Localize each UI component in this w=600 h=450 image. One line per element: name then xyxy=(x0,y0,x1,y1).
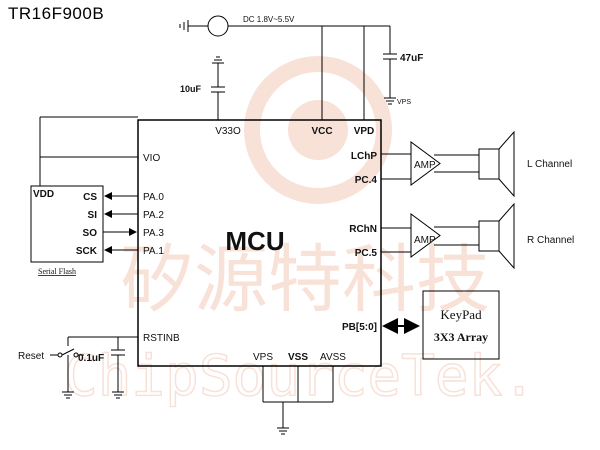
dc-source-symbol xyxy=(207,15,229,37)
left-amp-label: AMP xyxy=(414,160,436,171)
right-amp-triangle xyxy=(410,213,441,258)
cap-47uf-label: 47uF xyxy=(400,53,423,64)
flash-si-label: SI xyxy=(88,210,98,221)
pin-v33o-label: V33O xyxy=(215,126,241,137)
reset-label: Reset xyxy=(18,351,44,362)
pin-pa0-label: PA.0 xyxy=(143,192,164,203)
reset-circuit xyxy=(50,336,138,399)
flash-so-label: SO xyxy=(83,228,98,239)
flash-caption: Serial Flash xyxy=(38,267,76,276)
dc-supply-label: DC 1.8V~5.5V xyxy=(243,15,295,24)
pin-pa1-label: PA.1 xyxy=(143,246,164,257)
right-channel-output xyxy=(381,202,515,270)
diagram-title: TR16F900B xyxy=(8,4,105,23)
pin-lchp-label: LChP xyxy=(351,151,377,162)
pin-vpd-label: VPD xyxy=(354,126,375,137)
pin-vio-label: VIO xyxy=(143,153,160,164)
right-channel-label: R Channel xyxy=(527,235,574,246)
flash-vdd-label: VDD xyxy=(33,189,54,200)
pin-rstinb-label: RSTINB xyxy=(143,333,180,344)
watermark-logo-center xyxy=(288,100,348,160)
pin-pc4-label: PC.4 xyxy=(355,175,378,186)
mcu-label: MCU xyxy=(225,226,284,256)
left-channel-output xyxy=(381,130,515,198)
right-amp-label: AMP xyxy=(414,235,436,246)
cap-10uf-label: 10uF xyxy=(180,84,202,94)
left-channel-label: L Channel xyxy=(527,159,572,170)
pin-pc5-label: PC.5 xyxy=(355,248,378,259)
pin-pb-label: PB[5:0] xyxy=(342,322,377,333)
vio-wiring xyxy=(39,116,138,186)
left-amp-triangle xyxy=(410,141,441,186)
left-speaker-cone xyxy=(498,130,515,198)
cap-10uf-wiring xyxy=(211,56,225,120)
watermark-chinese-text: 矽源特科技 xyxy=(120,238,490,321)
ground-wiring xyxy=(262,366,334,435)
pin-pa2-label: PA.2 xyxy=(143,210,164,221)
pin-vps-label: VPS xyxy=(253,352,273,363)
watermark-latin-text: ChipSourceTek. xyxy=(64,344,536,409)
serial-flash-block: VDD CS SI SO SCK Serial Flash xyxy=(30,185,104,276)
flash-cs-label: CS xyxy=(83,192,97,203)
pin-pa3-label: PA.3 xyxy=(143,228,164,239)
pin-vss-label: VSS xyxy=(288,352,308,363)
left-speaker-body xyxy=(478,148,500,180)
spi-signal-lines xyxy=(103,192,138,254)
reset-cap-label: 0.1uF xyxy=(78,353,104,364)
keypad-subtitle: 3X3 Array xyxy=(434,330,488,344)
pin-rchn-label: RChN xyxy=(349,224,377,235)
watermark: 矽源特科技 ChipSourceTek. xyxy=(63,56,537,410)
pin-avss-label: AVSS xyxy=(320,352,346,363)
pin-vcc-label: VCC xyxy=(311,126,332,137)
keypad-block xyxy=(422,290,500,360)
power-supply-wiring xyxy=(179,15,397,120)
vps-label: VPS xyxy=(397,99,411,106)
watermark-logo-ring xyxy=(244,56,392,204)
right-speaker-cone xyxy=(498,202,515,270)
mcu-block xyxy=(137,119,382,367)
keypad-title: KeyPad xyxy=(440,307,482,322)
flash-sck-label: SCK xyxy=(76,246,98,257)
